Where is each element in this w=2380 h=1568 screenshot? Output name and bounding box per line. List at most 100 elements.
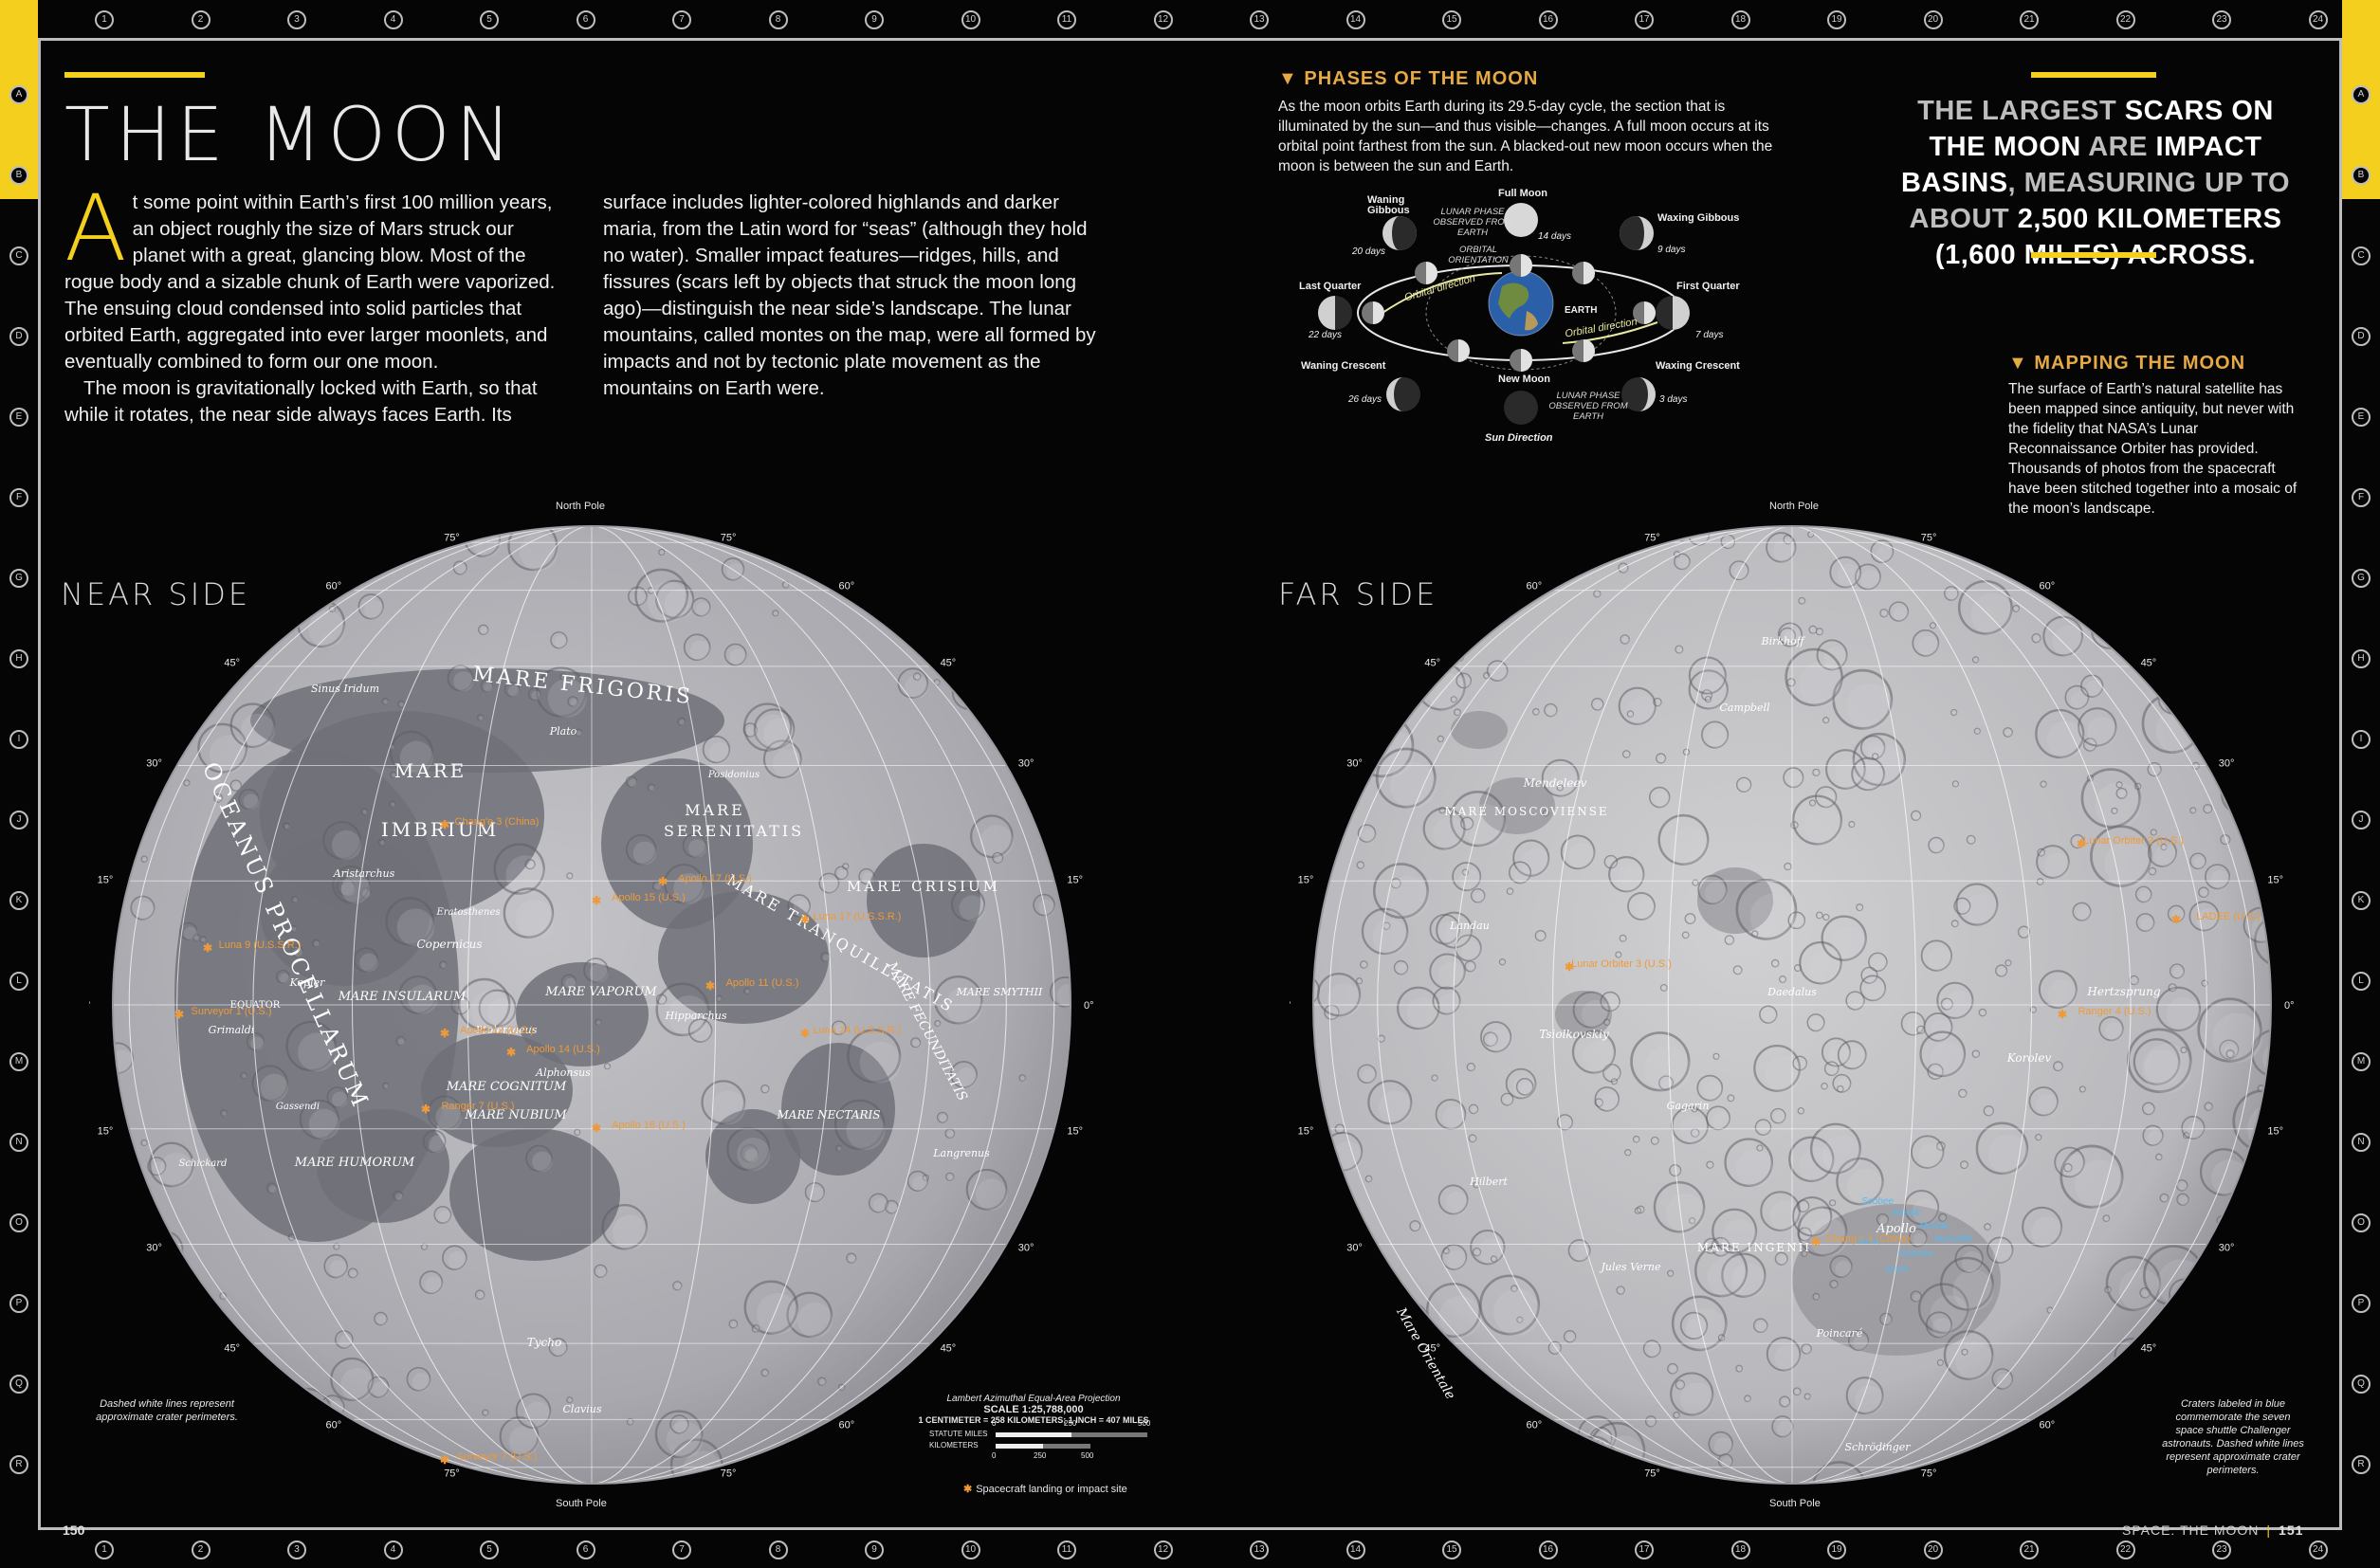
grid-row-Q: Q bbox=[2352, 1375, 2371, 1394]
far-lat-15: 15° bbox=[2267, 875, 2283, 886]
grid-row-D: D bbox=[2352, 327, 2371, 346]
near-feature-26: Clavius bbox=[563, 1403, 602, 1415]
near-feature-24: Langrenus bbox=[932, 1147, 990, 1159]
near-side-map: 75°75°75°75°60°60°60°60°45°45°45°45°30°3… bbox=[89, 525, 1094, 1485]
near-mission-7: Luna 9 (U.S.S.R.) bbox=[219, 939, 302, 951]
far-challenger-crater-0: Scobee bbox=[1861, 1196, 1894, 1207]
mapping-heading-text: MAPPING THE MOON bbox=[2034, 353, 2246, 374]
grid-row-L: L bbox=[9, 972, 28, 991]
scale-ratio: SCALE 1:25,788,000 bbox=[983, 1404, 1084, 1415]
days-waning-gibbous: 20 days bbox=[1352, 246, 1386, 257]
near-mission-11: Surveyor 7 (U.S.) bbox=[457, 1451, 538, 1463]
far-mission-4: Lunar Orbiter 3 (U.S.) bbox=[1571, 958, 1672, 970]
grid-col-19: 19 bbox=[1827, 1541, 1846, 1559]
near-lat-0: 0° bbox=[89, 1000, 91, 1012]
grid-row-D: D bbox=[9, 327, 28, 346]
label-sun-direction: Sun Direction bbox=[1485, 432, 1553, 444]
near-feature-22: Ptolemaeus bbox=[475, 1024, 538, 1036]
phases-orbit-svg bbox=[1318, 203, 1690, 425]
near-lat-30: 30° bbox=[1018, 758, 1034, 770]
orbital-orientation-note: ORBITAL ORIENTATION bbox=[1448, 245, 1509, 265]
grid-col-2: 2 bbox=[191, 1541, 211, 1559]
page-frame bbox=[38, 38, 2342, 1530]
far-landing-marker-2: ✱ bbox=[2058, 1008, 2067, 1021]
far-feature-2: Apollo bbox=[1876, 1222, 1916, 1236]
grid-col-19: 19 bbox=[1827, 10, 1846, 29]
callout-part-0: THE LARGEST bbox=[1917, 96, 2125, 126]
grid-col-4: 4 bbox=[383, 1541, 403, 1559]
grid-col-10: 10 bbox=[961, 1541, 980, 1559]
label-waning-crescent: Waning Crescent bbox=[1301, 360, 1386, 372]
near-lat-75: 75° bbox=[721, 1468, 737, 1480]
far-challenger-crater-6: Smith bbox=[1884, 1265, 1909, 1275]
phases-diagram: Full Moon 14 days Waxing Gibbous 9 days … bbox=[1278, 180, 1809, 455]
grid-col-18: 18 bbox=[1730, 1541, 1750, 1559]
far-feature-3: Mendeleev bbox=[1523, 776, 1587, 790]
near-landing-marker-5: ✱ bbox=[506, 1046, 516, 1059]
grid-row-O: O bbox=[9, 1213, 28, 1232]
near-lat-0: 0° bbox=[1084, 1000, 1094, 1012]
near-mare-5 bbox=[867, 844, 980, 957]
far-feature-0: Korolev bbox=[2006, 1051, 2052, 1065]
far-lat-45: 45° bbox=[1424, 1342, 1440, 1354]
label-full-moon: Full Moon bbox=[1498, 188, 1547, 199]
phases-heading-text: PHASES OF THE MOON bbox=[1304, 68, 1539, 89]
near-feature-20: Tycho bbox=[527, 1336, 561, 1349]
miles-bar bbox=[996, 1432, 1147, 1437]
grid-col-5: 5 bbox=[480, 1541, 499, 1559]
grid-col-1: 1 bbox=[95, 10, 114, 29]
far-south-pole: South Pole bbox=[1769, 1498, 1821, 1509]
near-lat-45: 45° bbox=[941, 1342, 957, 1354]
miles-label: STATUTE MILES bbox=[929, 1430, 988, 1438]
far-landing-marker-4: ✱ bbox=[1565, 960, 1574, 974]
grid-col-17: 17 bbox=[1635, 10, 1654, 29]
grid-col-21: 21 bbox=[2020, 1541, 2039, 1559]
grid-col-21: 21 bbox=[2020, 10, 2039, 29]
grid-row-K: K bbox=[2352, 891, 2371, 910]
grid-col-12: 12 bbox=[1153, 10, 1173, 29]
grid-col-11: 11 bbox=[1057, 10, 1076, 29]
grid-row-B: B bbox=[9, 166, 28, 185]
grid-row-C: C bbox=[2352, 246, 2371, 265]
callout-part-4: , MEASURING UP TO ABOUT bbox=[1909, 168, 2291, 234]
far-feature-1: Hertzsprung bbox=[2086, 985, 2160, 998]
far-challenger-crater-1: Resnik bbox=[1892, 1208, 1922, 1218]
dropcap: A bbox=[64, 175, 127, 282]
grid-row-P: P bbox=[2352, 1294, 2371, 1313]
near-lat-30: 30° bbox=[146, 758, 162, 770]
near-mission-3: Apollo 11 (U.S.) bbox=[726, 977, 799, 989]
days-waxing-crescent: 3 days bbox=[1659, 394, 1688, 405]
callout-part-3: IMPACT BASINS bbox=[1900, 132, 2262, 198]
near-feature-10: MARE NUBIUM bbox=[464, 1108, 567, 1122]
near-mission-12: Chang'e 3 (China) bbox=[455, 816, 540, 828]
near-mare-1 bbox=[250, 668, 724, 773]
far-lat-30: 30° bbox=[2219, 758, 2235, 770]
observed-top-note: LUNAR PHASE OBSERVED FROM EARTH bbox=[1433, 207, 1512, 238]
near-lat-60: 60° bbox=[839, 1420, 855, 1431]
grid-row-E: E bbox=[9, 408, 28, 427]
near-mare-8 bbox=[449, 1128, 620, 1261]
near-mission-8: Surveyor 1 (U.S.) bbox=[192, 1006, 272, 1017]
far-mission-3: LADEE (U.S.) bbox=[2196, 911, 2261, 922]
near-mare-11 bbox=[705, 1109, 800, 1204]
near-landing-marker-4: ✱ bbox=[440, 1027, 449, 1040]
grid-row-R: R bbox=[2352, 1455, 2371, 1474]
grid-col-23: 23 bbox=[2212, 1541, 2231, 1559]
near-lat-15: 15° bbox=[1067, 875, 1083, 886]
far-side-map: 75°75°75°75°60°60°60°60°45°45°45°45°30°3… bbox=[1290, 525, 2295, 1485]
near-north-pole: North Pole bbox=[556, 501, 605, 512]
grid-col-2: 2 bbox=[191, 10, 211, 29]
grid-row-F: F bbox=[9, 488, 28, 507]
far-landing-marker-1: ✱ bbox=[2077, 837, 2086, 850]
near-lat-45: 45° bbox=[941, 658, 957, 669]
callout-quote: THE LARGEST SCARS ON THE MOON ARE IMPACT… bbox=[1896, 93, 2295, 273]
grid-row-M: M bbox=[2352, 1052, 2371, 1071]
km-label: KILOMETERS bbox=[929, 1441, 979, 1449]
far-lat-60: 60° bbox=[1527, 580, 1543, 592]
grid-row-A: A bbox=[2352, 85, 2371, 104]
near-feature-7: MARE VAPORUM bbox=[544, 985, 657, 999]
grid-col-4: 4 bbox=[383, 10, 403, 29]
near-mission-10: Luna 24 (U.S.S.R.) bbox=[814, 1025, 902, 1036]
mi-tick-500: 500 bbox=[1138, 1419, 1151, 1428]
